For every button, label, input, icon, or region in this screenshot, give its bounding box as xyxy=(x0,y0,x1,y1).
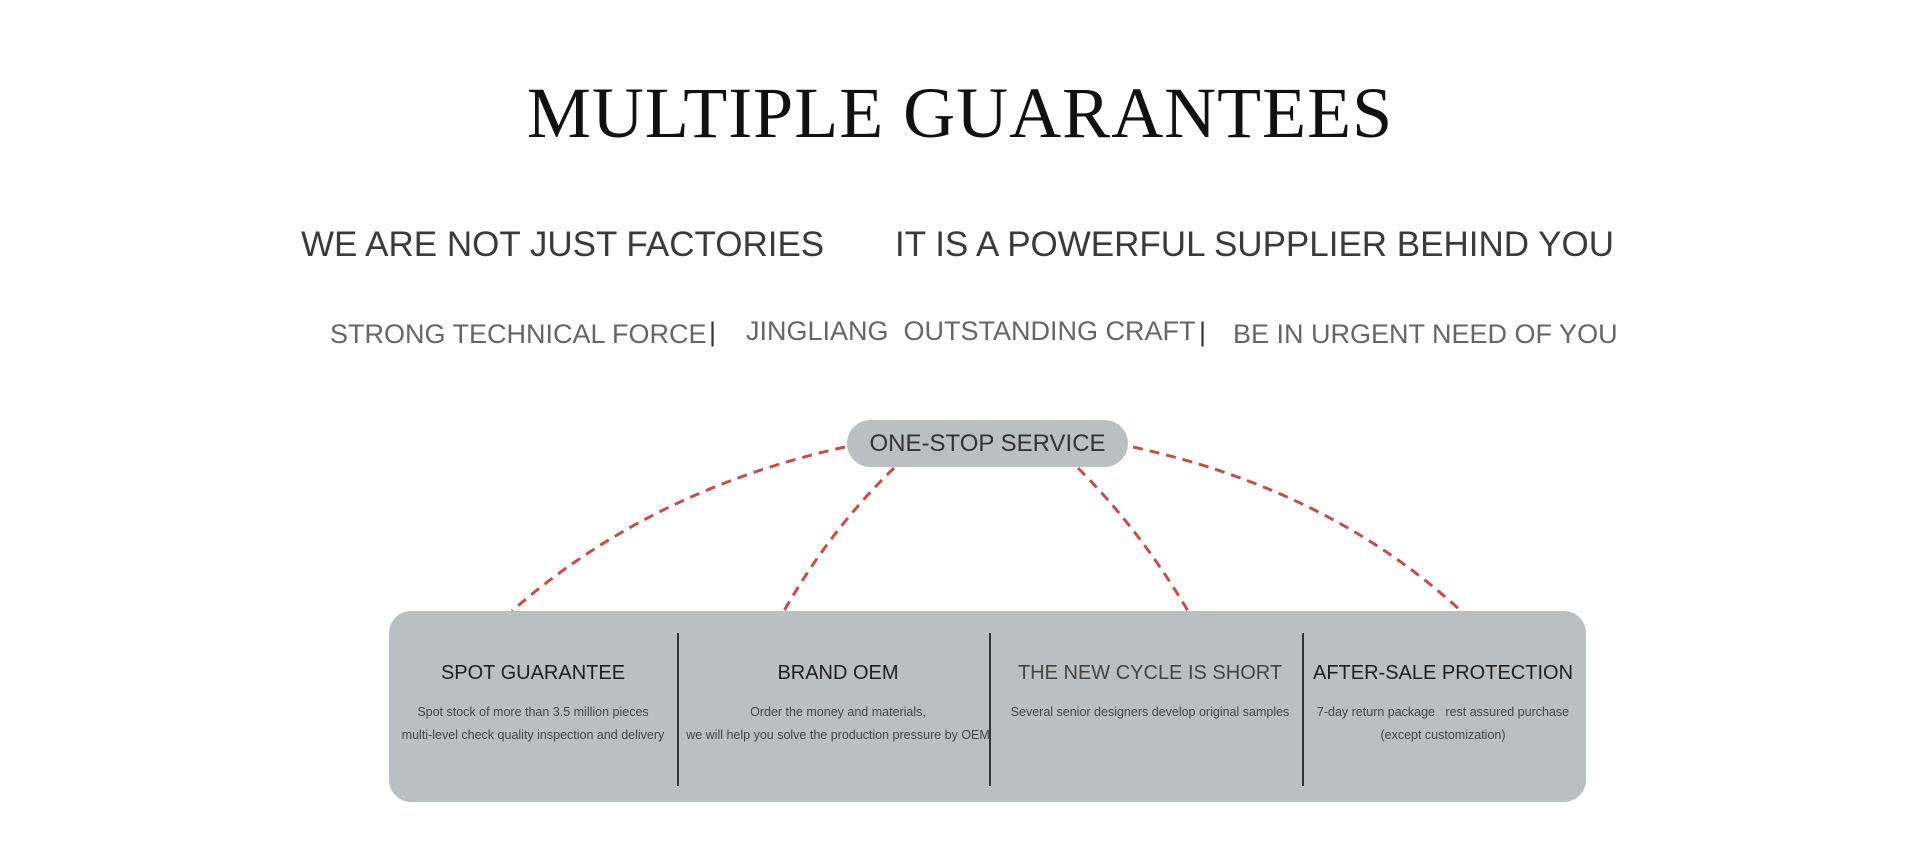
service-title: SPOT GUARANTEE xyxy=(440,662,626,684)
service-desc: Spot stock of more than 3.5 million piec… xyxy=(417,705,649,719)
connector-line xyxy=(1076,466,1190,612)
subtitle-right: IT IS A POWERFUL SUPPLIER BEHIND YOU xyxy=(895,225,1614,264)
divider xyxy=(989,633,991,786)
service-brand-oem: BRAND OEM Order the money and materials,… xyxy=(683,662,993,747)
tagline-item: STRONG TECHNICAL FORCE xyxy=(330,319,707,349)
tagline-separator: | xyxy=(1199,317,1207,347)
service-desc: Order the money and materials, xyxy=(750,705,926,719)
connector-line xyxy=(1132,445,1463,613)
service-desc: we will help you solve the production pr… xyxy=(686,728,990,742)
tagline-separator: | xyxy=(709,317,717,347)
divider xyxy=(677,633,679,786)
tagline-item: JINGLIANG OUTSTANDING CRAFT xyxy=(746,316,1196,346)
divider xyxy=(1302,633,1304,786)
one-stop-service-badge: ONE-STOP SERVICE xyxy=(847,420,1128,467)
service-after-sale: AFTER-SALE PROTECTION 7-day return packa… xyxy=(1288,662,1598,747)
services-panel xyxy=(389,611,1586,802)
page-title: MULTIPLE GUARANTEES xyxy=(526,73,1394,153)
service-spot-guarantee: SPOT GUARANTEE Spot stock of more than 3… xyxy=(378,662,688,747)
service-desc: Several senior designers develop origina… xyxy=(1010,705,1290,719)
service-new-cycle: THE NEW CYCLE IS SHORT Several senior de… xyxy=(995,662,1305,724)
service-title: THE NEW CYCLE IS SHORT xyxy=(1017,662,1283,684)
service-desc: (except customization) xyxy=(1380,728,1506,742)
service-title: BRAND OEM xyxy=(777,662,899,684)
connector-line xyxy=(511,445,846,613)
hub-label: ONE-STOP SERVICE xyxy=(869,429,1106,457)
tagline-item: BE IN URGENT NEED OF YOU xyxy=(1233,319,1618,349)
service-desc: 7-day return package rest assured purcha… xyxy=(1316,705,1570,719)
connector-line xyxy=(782,466,896,612)
service-title: AFTER-SALE PROTECTION xyxy=(1312,662,1574,684)
service-desc: multi-level check quality inspection and… xyxy=(401,728,665,742)
subtitle-left: WE ARE NOT JUST FACTORIES xyxy=(301,225,825,264)
